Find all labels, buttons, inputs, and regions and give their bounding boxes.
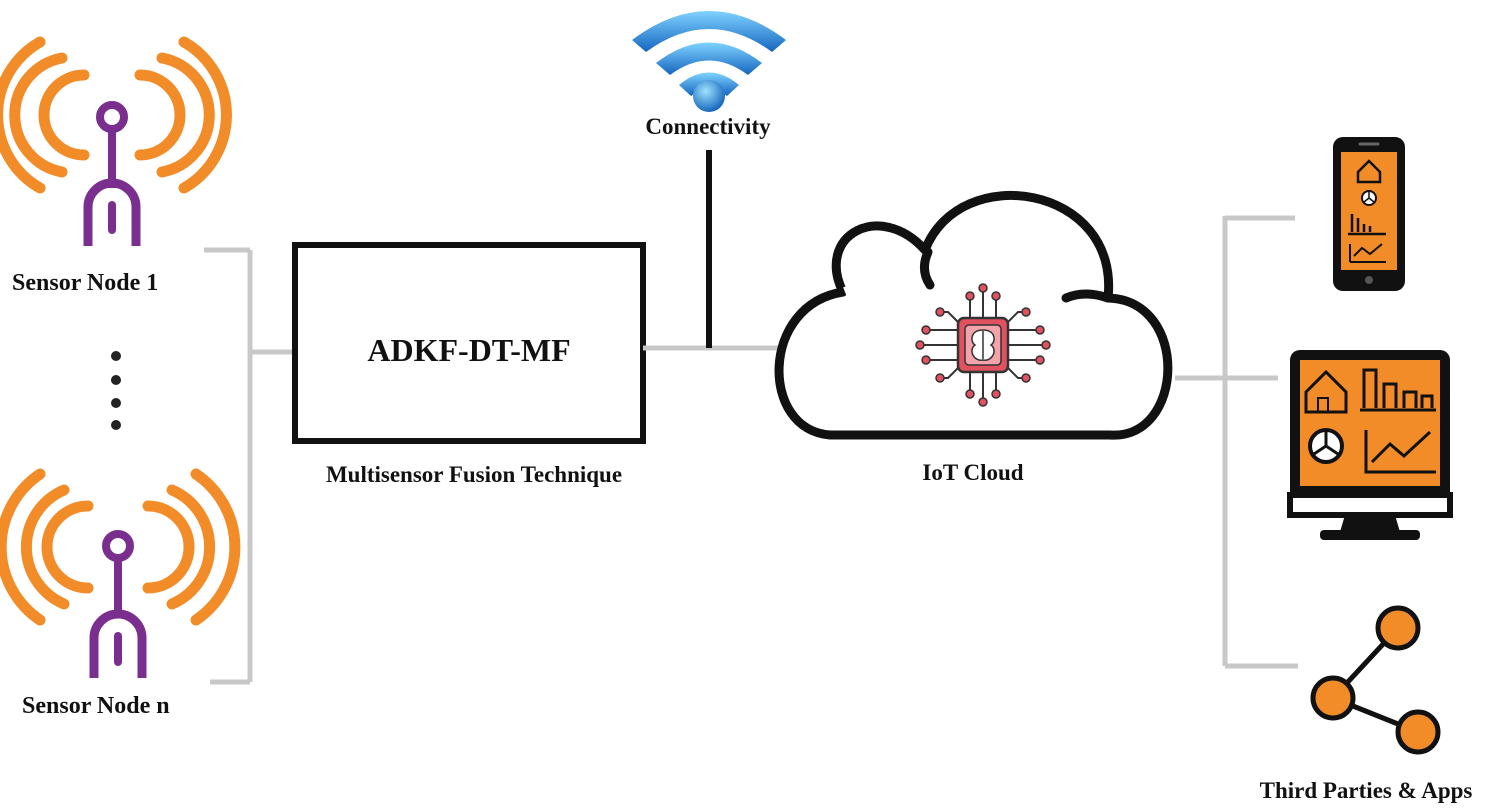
box-cloud-connector xyxy=(643,150,780,351)
fusion-box-label: ADKF-DT-MF xyxy=(367,332,571,368)
ellipsis-dots xyxy=(111,351,121,430)
third-parties-label: Third Parties & Apps xyxy=(1259,778,1473,803)
sensor-node-n-icon xyxy=(0,468,241,685)
fusion-box xyxy=(292,242,646,444)
sensor-node-1-label: Sensor Node 1 xyxy=(12,270,159,296)
apps-bus-connector xyxy=(1175,215,1298,669)
wifi-icon xyxy=(632,11,786,112)
cloud-icon xyxy=(774,190,1173,440)
ai-chip-icon xyxy=(915,283,1051,407)
iot-cloud-label: IoT Cloud xyxy=(922,460,1024,485)
sensor-node-n-label: Sensor Node n xyxy=(22,693,170,719)
connectivity-label: Connectivity xyxy=(645,114,771,139)
sensor-bus-connector xyxy=(204,247,296,685)
share-network-icon xyxy=(1310,605,1441,755)
desktop-monitor-icon xyxy=(1287,350,1453,540)
sensor-node-1-icon xyxy=(0,36,232,253)
smartphone-icon xyxy=(1333,137,1405,291)
fusion-technique-caption: Multisensor Fusion Technique xyxy=(325,462,623,487)
